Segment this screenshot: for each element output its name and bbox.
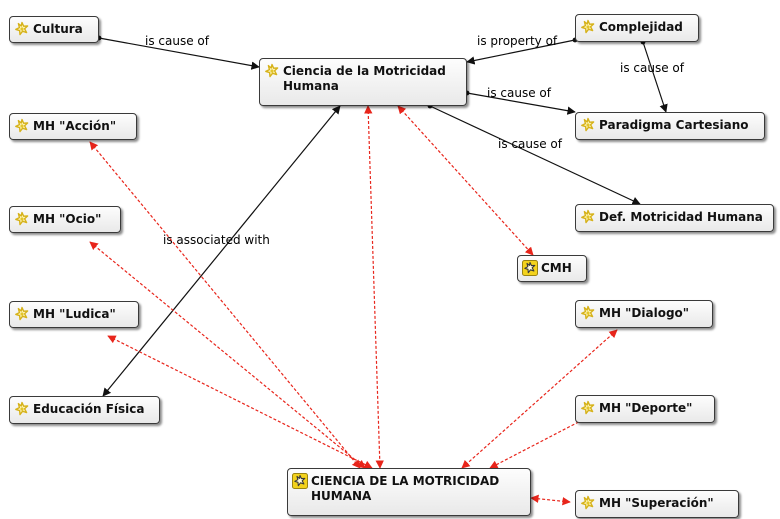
bidirectional-edge[interactable] (530, 494, 571, 506)
node-label: MH "Superación" (599, 496, 714, 510)
node-label: CMH (541, 261, 572, 275)
code-icon (581, 400, 595, 415)
node-label: MH "Acción" (33, 119, 117, 133)
node-mh-ocio[interactable]: MH "Ocio" (9, 206, 121, 233)
node-label: CIENCIA DE LA MOTRICIDAD HUMANA (311, 474, 500, 503)
code-icon (15, 211, 29, 226)
bidirectional-edge[interactable] (107, 335, 373, 469)
node-mh-ludica[interactable]: MH "Ludica" (9, 301, 139, 328)
edge-label: is associated with (163, 233, 270, 247)
node-label: MH "Ludica" (33, 307, 116, 321)
node-mh-dialogo[interactable]: MH "Dialogo" (575, 300, 713, 328)
node-cultura[interactable]: Cultura (9, 16, 99, 43)
node-label: Def. Motricidad Humana (599, 210, 763, 224)
association-edge[interactable] (102, 105, 341, 397)
code-icon (15, 21, 29, 36)
edge-label: is cause of (145, 34, 210, 48)
node-def-motricidad-humana[interactable]: Def. Motricidad Humana (575, 204, 774, 232)
node-paradigma-cartesiano[interactable]: Paradigma Cartesiano (575, 112, 765, 140)
bidirectional-edge[interactable] (89, 241, 366, 469)
code-icon (581, 209, 595, 224)
edge-label: is property of (477, 34, 558, 48)
node-mh-superacion[interactable]: MH "Superación" (575, 490, 739, 518)
bidirectional-edge[interactable] (461, 329, 618, 469)
node-label: Ciencia de la Motricidad Humana (283, 64, 446, 93)
node-cmh[interactable]: CMH (517, 255, 587, 282)
edge-label: is cause of (620, 61, 685, 75)
bidirectional-edge[interactable] (397, 105, 534, 256)
code-highlight-icon (292, 473, 308, 489)
directed-edge[interactable] (466, 37, 578, 65)
code-icon (15, 401, 29, 416)
code-icon (581, 117, 595, 132)
edge-label: is cause of (498, 137, 563, 151)
code-highlight-icon (522, 260, 538, 276)
node-mh-accion[interactable]: MH "Acción" (9, 113, 137, 140)
node-label: Paradigma Cartesiano (599, 118, 749, 132)
node-mh-deporte[interactable]: MH "Deporte" (575, 395, 715, 423)
node-label: Educación Física (33, 402, 145, 416)
node-label: MH "Deporte" (599, 401, 693, 415)
code-icon (581, 19, 595, 34)
code-icon (15, 118, 29, 133)
bidirectional-edge[interactable] (364, 105, 384, 469)
bidirectional-edge[interactable] (489, 414, 593, 469)
node-ciencia-motricidad-humana[interactable]: Ciencia de la Motricidad Humana (259, 58, 467, 106)
edge-label: is cause of (487, 86, 552, 100)
directed-edge[interactable] (640, 39, 668, 113)
node-educacion-fisica[interactable]: Educación Física (9, 396, 160, 424)
node-label: Cultura (33, 22, 83, 36)
node-complejidad[interactable]: Complejidad (575, 14, 699, 42)
code-icon (15, 306, 29, 321)
node-label: MH "Dialogo" (599, 306, 690, 320)
node-ciencia-motricidad-humana-upper[interactable]: CIENCIA DE LA MOTRICIDAD HUMANA (287, 468, 531, 516)
node-label: MH "Ocio" (33, 212, 102, 226)
code-icon (581, 305, 595, 320)
code-icon (265, 63, 279, 78)
code-icon (581, 495, 595, 510)
node-label: Complejidad (599, 20, 683, 34)
directed-edge[interactable] (96, 35, 260, 70)
